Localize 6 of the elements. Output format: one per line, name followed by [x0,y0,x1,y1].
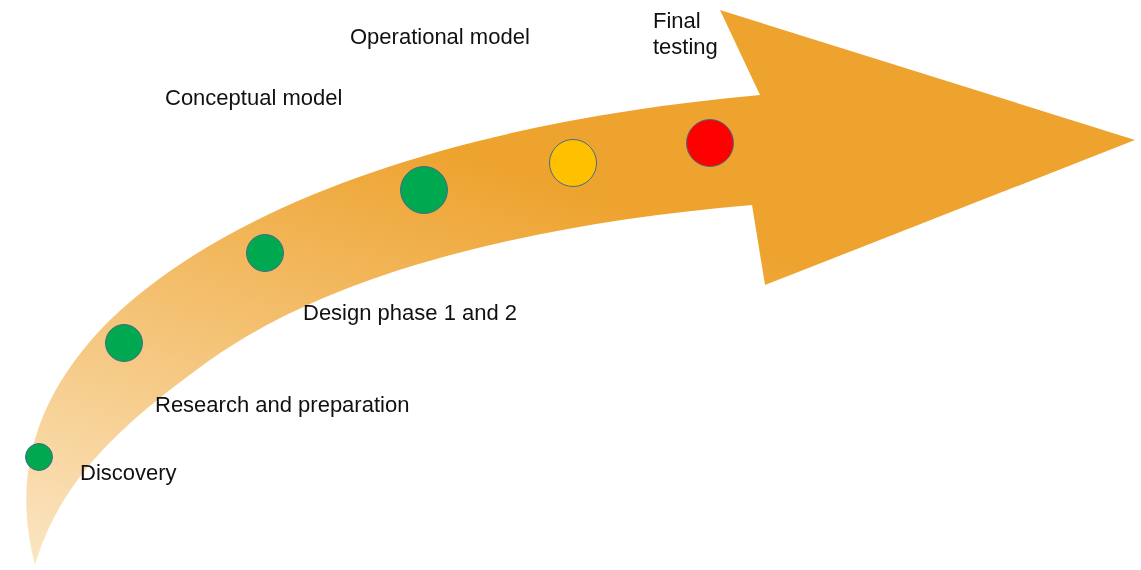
milestone-label: Research and preparation [155,392,411,418]
stage-label: Operational model [350,24,530,50]
milestone-label: Discovery [80,460,178,486]
milestone-label: Final testing [653,8,719,60]
stage-label: Conceptual model [165,85,343,111]
milestone-label: Design phase 1 and 2 [303,300,519,326]
